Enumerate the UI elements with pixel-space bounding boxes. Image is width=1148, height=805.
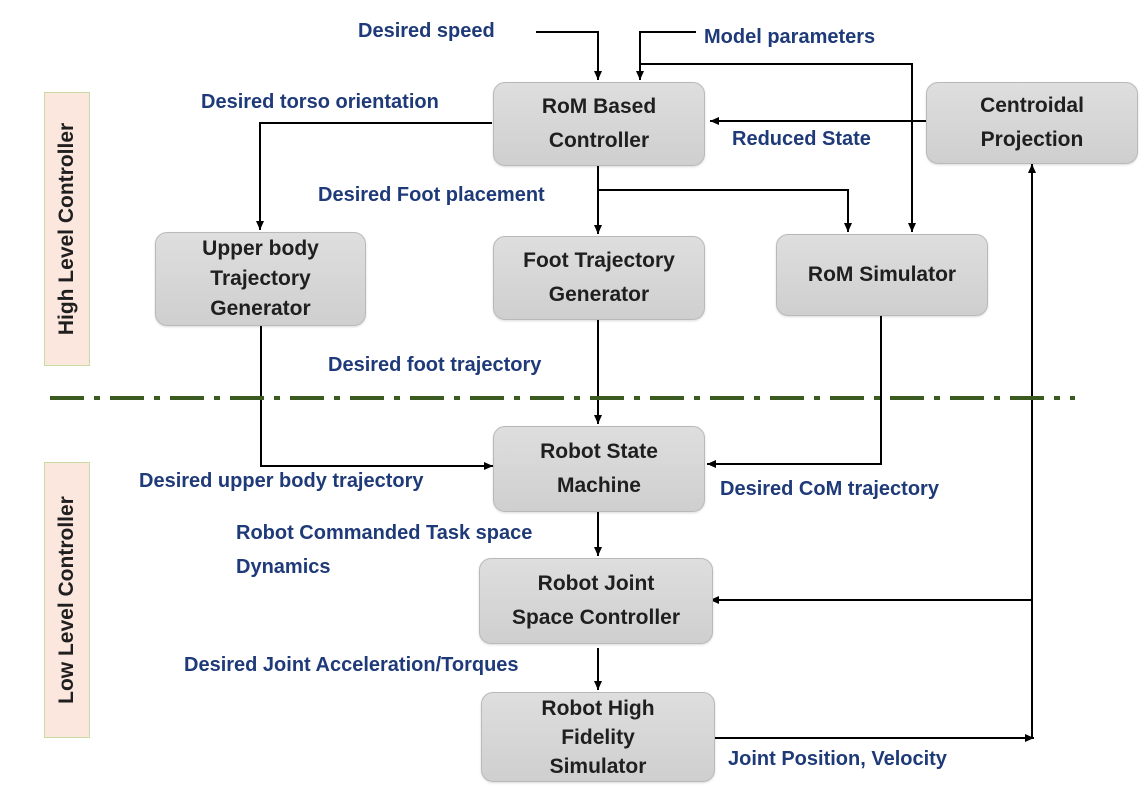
- model-params-arrow: [636, 31, 696, 80]
- centroidal-projection-text: Centroidal Projection: [980, 94, 1084, 151]
- upper-body-arrow: [260, 326, 493, 470]
- foot-trajectory-generator-text: Foot Trajectory Generator: [523, 249, 675, 306]
- torso-orientation-label: Desired torso orientation: [201, 91, 439, 113]
- rom-controller-text: RoM Based Controller: [541, 95, 657, 152]
- state-machine-text: Robot State Machine: [540, 440, 658, 497]
- upper-body-generator-text: Upper body Trajectory Generator: [202, 237, 319, 320]
- foot-trajectory-generator-block: Foot Trajectory Generator: [493, 236, 705, 320]
- foot-trajectory-label: Desired foot trajectory: [328, 354, 542, 376]
- high-level-label: High Level Controller: [55, 122, 78, 336]
- state-machine-block: Robot State Machine: [493, 426, 705, 512]
- com-trajectory-label: Desired CoM trajectory: [720, 478, 939, 500]
- rom-controller-block: RoM Based Controller: [493, 82, 705, 166]
- joint-controller-block: Robot Joint Space Controller: [479, 558, 713, 644]
- reduced-state-label: Reduced State: [732, 128, 871, 150]
- joint-controller-text: Robot Joint Space Controller: [511, 572, 681, 629]
- torso-arrow: [256, 122, 492, 230]
- model-parameters-label: Model parameters: [704, 26, 876, 48]
- foot-placement-label: Desired Foot placement: [318, 184, 545, 206]
- foot-placement-sim-arrow: [598, 189, 852, 232]
- hifi-simulator-text: Robot High Fidelity Simulator: [541, 696, 655, 778]
- task-space-label: Robot Commanded Task space Dynamics: [236, 522, 533, 578]
- upper-body-trajectory-label: Desired upper body trajectory: [139, 470, 424, 492]
- model-params-sim-arrow: [640, 63, 916, 232]
- rom-simulator-text: RoM Simulator: [807, 263, 957, 286]
- rom-simulator-block: RoM Simulator: [776, 234, 988, 316]
- upper-body-generator-block: Upper body Trajectory Generator: [155, 232, 366, 326]
- low-level-label: Low Level Controller: [55, 496, 78, 704]
- desired-speed-label: Desired speed: [358, 20, 495, 42]
- joint-accel-label: Desired Joint Acceleration/Torques: [184, 654, 519, 676]
- centroidal-projection-block: Centroidal Projection: [926, 82, 1138, 164]
- speed-arrow: [536, 31, 602, 80]
- com-arrow: [707, 316, 882, 468]
- hifi-simulator-block: Robot High Fidelity Simulator: [481, 692, 715, 782]
- low-level-panel: Low Level Controller: [44, 462, 90, 738]
- joint-pos-vel-label: Joint Position, Velocity: [728, 748, 947, 770]
- high-level-panel: High Level Controller: [44, 92, 90, 366]
